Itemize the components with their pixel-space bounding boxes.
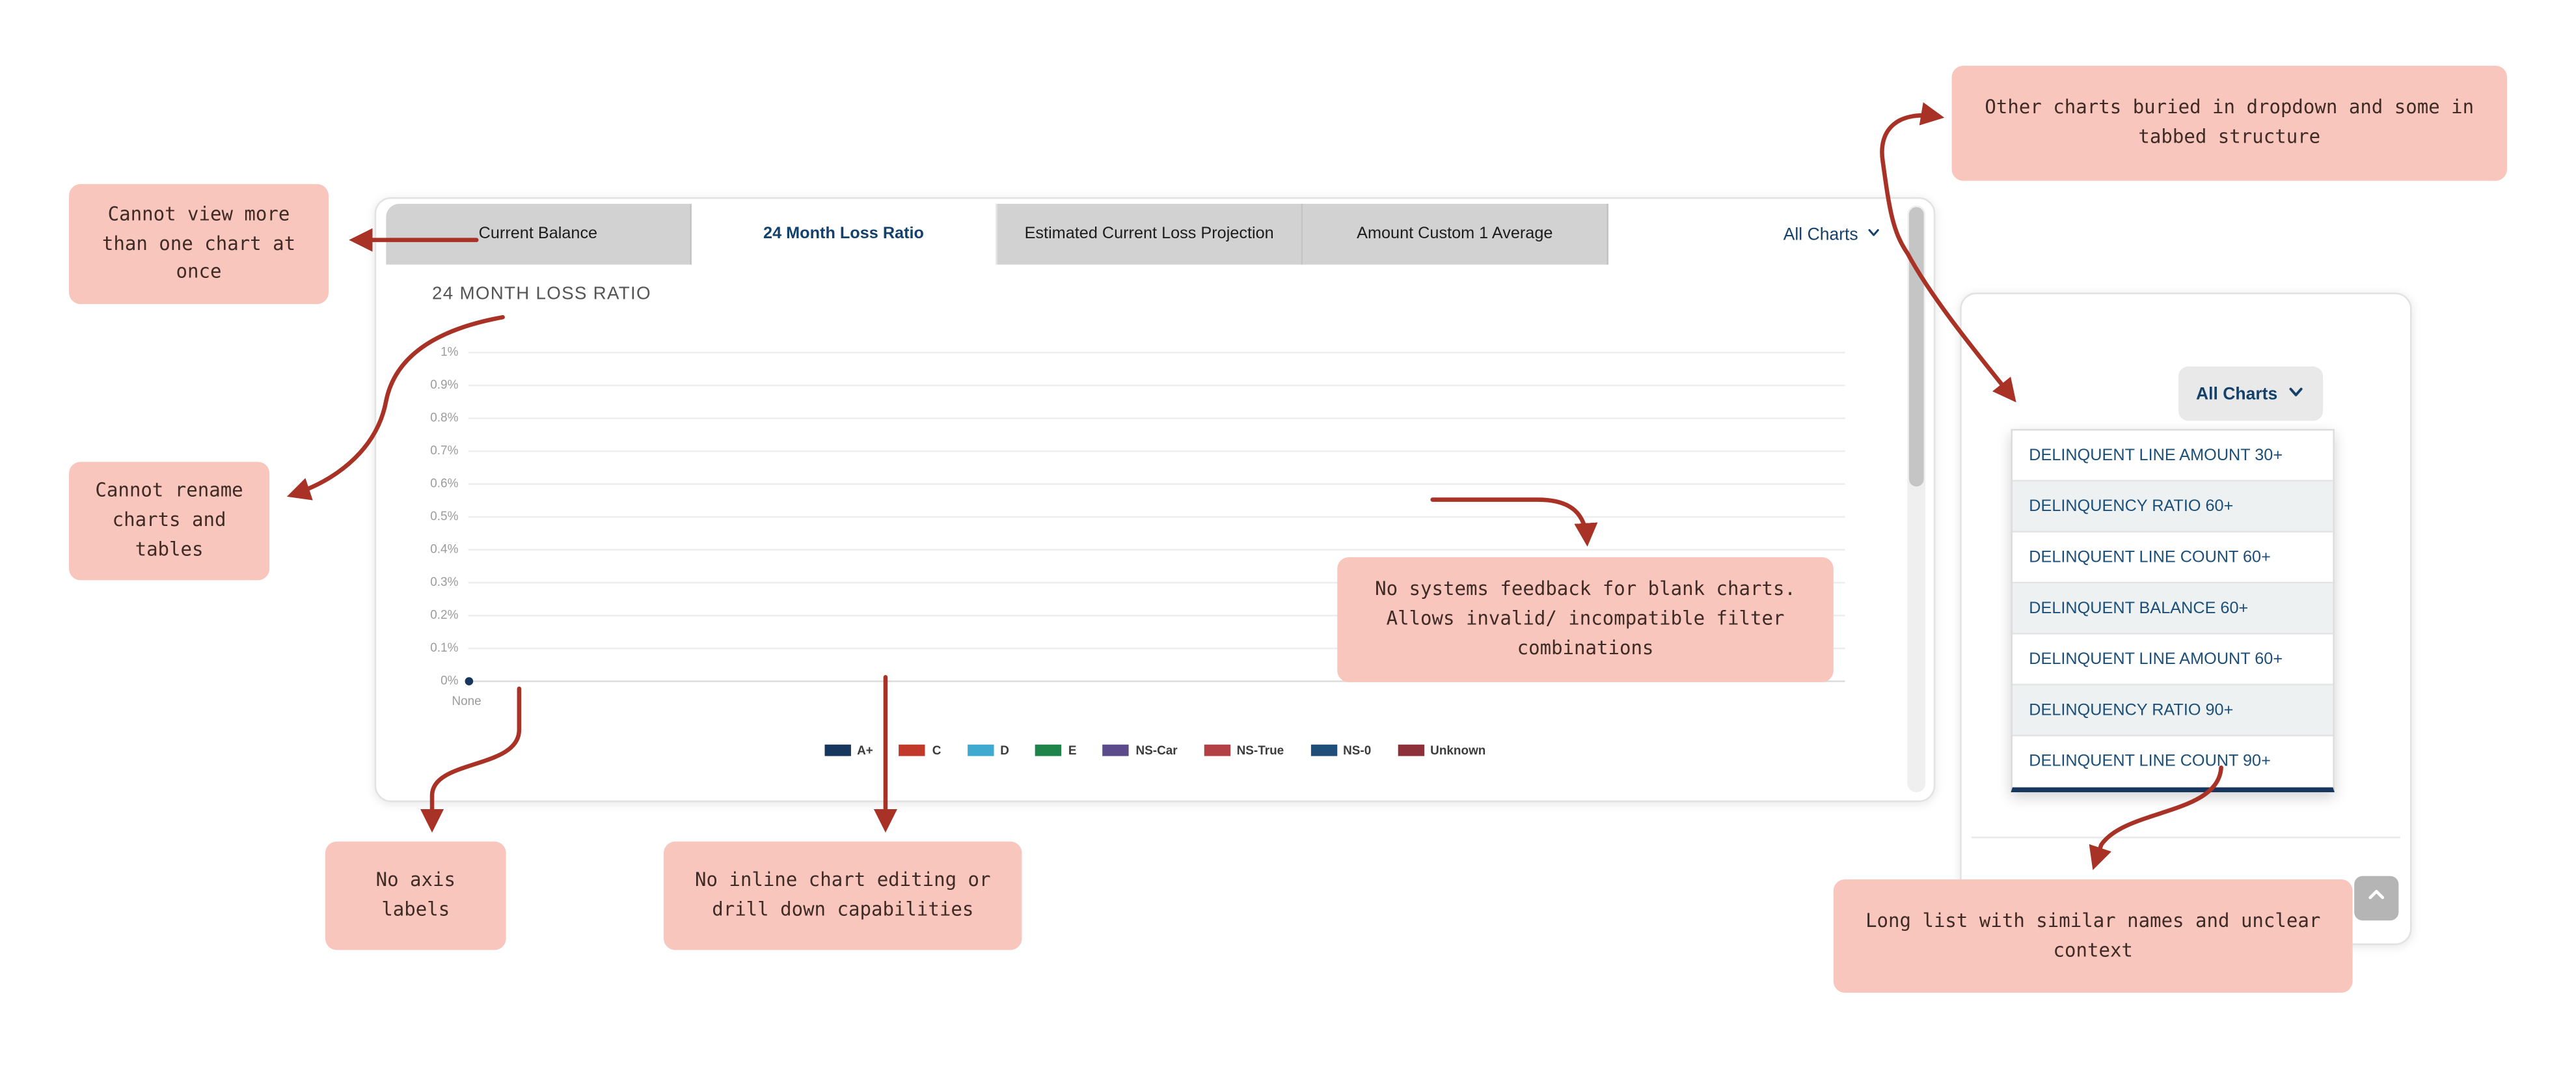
legend-swatch [967,744,994,756]
all-charts-dropdown-menu: DELINQUENT LINE AMOUNT 30+ DELINQUENCY R… [2011,428,2335,793]
legend-swatch [1035,744,1062,756]
all-charts-dropdown-button[interactable]: All Charts [2178,366,2324,421]
legend-item: NS-Car [1102,743,1178,758]
gridline [468,615,1845,616]
y-axis-tick: 0.1% [430,640,459,656]
y-axis-tick: 0.8% [430,409,459,425]
legend-label: A+ [857,743,873,758]
legend-item: A+ [824,743,873,758]
scrollbar-thumb[interactable] [1908,207,1924,487]
menu-item-delinquent-line-amount-60[interactable]: DELINQUENT LINE AMOUNT 60+ [2013,634,2333,685]
legend-label: D [1000,743,1009,758]
y-axis-tick: 0% [441,672,459,688]
tabbar-spacer [1608,204,1783,264]
all-charts-dropdown-trigger[interactable]: All Charts [1783,204,1894,264]
tab-label: Current Balance [478,225,598,243]
legend-swatch [1102,744,1130,756]
gridline [468,549,1845,551]
dropdown-detail-panel: All Charts DELINQUENT LINE AMOUNT 30+ DE… [1960,292,2412,945]
gridline [468,352,1845,353]
scroll-to-top-button[interactable] [2354,876,2399,920]
menu-item-delinquency-ratio-60[interactable]: DELINQUENCY RATIO 60+ [2013,481,2333,533]
legend-label: NS-0 [1343,743,1372,758]
legend-swatch [1204,744,1230,756]
x-axis-tick: None [452,693,481,709]
menu-item-delinquent-line-amount-30[interactable]: DELINQUENT LINE AMOUNT 30+ [2013,430,2333,482]
y-axis-tick: 0.3% [430,574,459,590]
gridline [468,581,1845,584]
gridline [468,384,1845,387]
menu-item-delinquent-line-count-90[interactable]: DELINQUENT LINE COUNT 90+ [2013,736,2333,788]
menu-item-delinquent-line-count-60[interactable]: DELINQUENT LINE COUNT 60+ [2013,532,2333,584]
legend-item: Unknown [1397,743,1486,758]
annotation-no-inline-editing: No inline chart editing or drill down ca… [664,841,1022,950]
legend-swatch [1397,744,1424,756]
legend-label: NS-Car [1135,743,1178,758]
tab-24-month-loss-ratio[interactable]: 24 Month Loss Ratio [691,204,997,265]
legend-item: NS-True [1204,743,1284,758]
all-charts-button-label: All Charts [2196,383,2278,404]
y-axis-tick: 0.4% [430,541,459,557]
tab-estimated-current-loss-projection[interactable]: Estimated Current Loss Projection [997,204,1303,265]
legend-swatch [1310,744,1337,756]
legend-item: E [1035,743,1077,758]
y-axis-tick: 1% [441,344,459,359]
legend-label: Unknown [1430,743,1486,758]
chart-title: 24 MONTH LOSS RATIO [432,284,651,305]
chart-legend: A+ C D E NS-Car NS-True NS-0 Unknown [376,743,1934,758]
chart-panel: Current Balance 24 Month Loss Ratio Esti… [374,197,1936,803]
annotation-cannot-rename: Cannot rename charts and tables [69,462,270,581]
y-axis-tick: 0.6% [430,475,459,491]
gridline [468,516,1845,518]
annotation-other-charts: Other charts buried in dropdown and some… [1951,65,2507,181]
all-charts-label: All Charts [1783,224,1858,244]
legend-label: NS-True [1236,743,1284,758]
gridline [468,680,1845,682]
panel-divider [1971,836,2400,838]
vertical-scrollbar[interactable] [1907,205,1926,793]
menu-item-delinquent-balance-60[interactable]: DELINQUENT BALANCE 60+ [2013,583,2333,635]
annotation-no-axis-labels: No axis labels [325,841,506,950]
legend-item: NS-0 [1310,743,1372,758]
annotation-no-feedback: No systems feedback for blank charts. Al… [1337,557,1834,682]
legend-swatch [899,744,926,756]
annotation-cannot-view: Cannot view more than one chart at once [69,184,329,305]
legend-item: D [967,743,1009,758]
tab-label: Amount Custom 1 Average [1357,225,1553,243]
chevron-down-icon [1866,225,1881,244]
gridline [468,417,1845,419]
chart-tabbar: Current Balance 24 Month Loss Ratio Esti… [386,204,1894,265]
annotation-long-list: Long list with similar names and unclear… [1833,879,2353,993]
tab-amount-custom-1-average[interactable]: Amount Custom 1 Average [1303,204,1608,265]
chevron-up-icon [2366,883,2387,913]
y-axis-tick: 0.9% [430,377,459,393]
chevron-down-icon [2287,382,2305,405]
origin-data-point [465,677,474,685]
menu-item-delinquency-ratio-90[interactable]: DELINQUENCY RATIO 90+ [2013,685,2333,737]
legend-label: C [932,743,942,758]
tab-current-balance[interactable]: Current Balance [386,204,692,265]
legend-label: E [1068,743,1077,758]
tab-label: Estimated Current Loss Projection [1024,225,1274,243]
legend-swatch [824,744,850,756]
y-axis-tick: 0.7% [430,443,459,458]
tab-label: 24 Month Loss Ratio [763,225,924,243]
legend-item: C [899,743,941,758]
y-axis-tick: 0.5% [430,508,459,524]
y-axis-tick: 0.2% [430,607,459,622]
gridline [468,647,1845,650]
gridline [468,450,1845,452]
gridline [468,483,1845,485]
